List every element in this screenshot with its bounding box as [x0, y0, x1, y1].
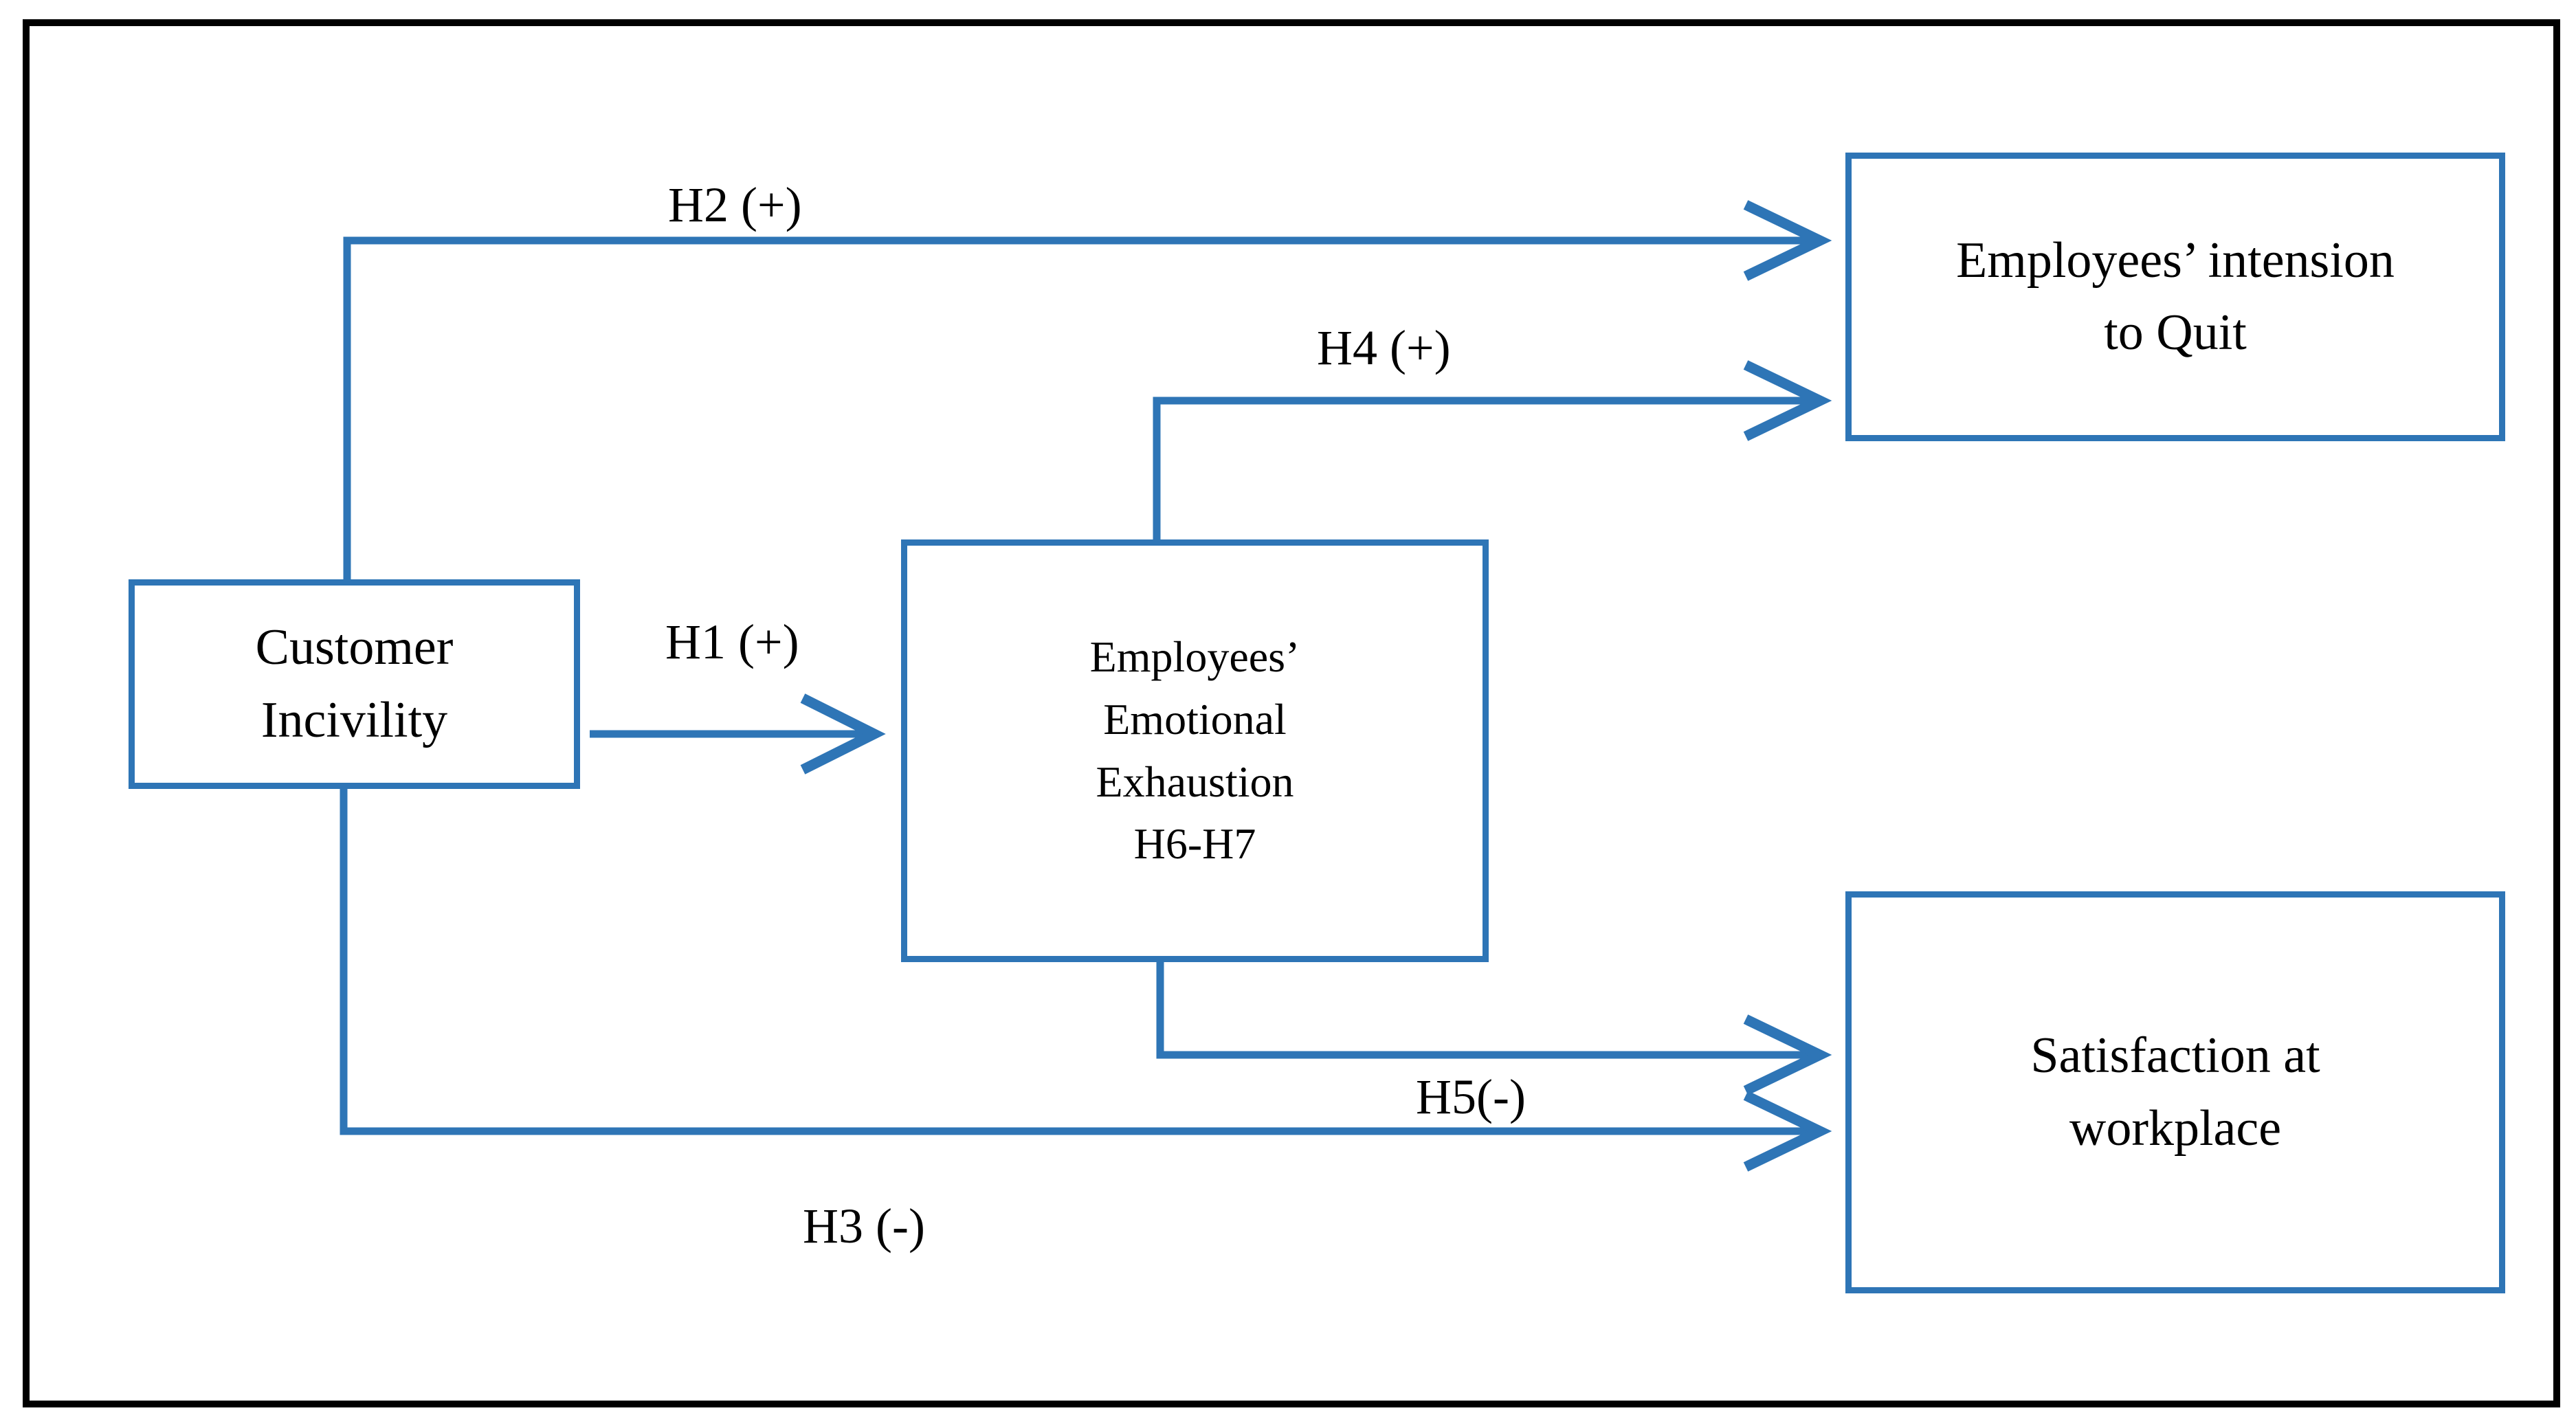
connector-h5 [1156, 961, 1814, 1059]
connector-h2 [343, 236, 1814, 581]
edge-label-h1: H1 (+) [665, 614, 799, 669]
connector-h3 [340, 787, 1814, 1135]
node-satisfaction-at-workplace-line-1: Satisfaction at [2030, 1027, 2320, 1084]
node-emotional-exhaustion-line-2: Emotional [1103, 694, 1287, 744]
node-intension-to-quit[interactable]: Employees’ intension to Quit [1845, 153, 2505, 441]
node-intension-to-quit-line-2: to Quit [2104, 304, 2247, 361]
edge-label-h5: H5(-) [1416, 1069, 1526, 1124]
node-customer-incivility-line-1: Customer [255, 619, 454, 676]
edge-label-h2: H2 (+) [668, 177, 802, 232]
arrowhead-h2 [1743, 200, 1832, 281]
arrowhead-h5 [1743, 1014, 1832, 1095]
connector-h4 [1153, 397, 1814, 542]
node-satisfaction-at-workplace-line-2: workplace [2069, 1100, 2282, 1157]
arrowhead-h1 [800, 693, 886, 775]
node-satisfaction-at-workplace[interactable]: Satisfaction at workplace [1845, 891, 2505, 1293]
node-emotional-exhaustion-line-4: H6-H7 [1133, 819, 1256, 869]
node-customer-incivility[interactable]: Customer Incivility [129, 579, 580, 789]
arrowhead-h3 [1743, 1091, 1832, 1172]
node-intension-to-quit-line-1: Employees’ intension [1956, 232, 2395, 289]
node-emotional-exhaustion[interactable]: Employees’ Emotional Exhaustion H6-H7 [901, 539, 1489, 962]
edge-label-h4: H4 (+) [1317, 320, 1451, 375]
node-emotional-exhaustion-line-3: Exhaustion [1096, 757, 1294, 806]
arrowhead-h4 [1743, 360, 1832, 441]
node-customer-incivility-line-2: Incivility [260, 691, 448, 748]
node-emotional-exhaustion-line-1: Employees’ [1089, 632, 1300, 681]
edge-label-h3: H3 (-) [803, 1199, 925, 1254]
